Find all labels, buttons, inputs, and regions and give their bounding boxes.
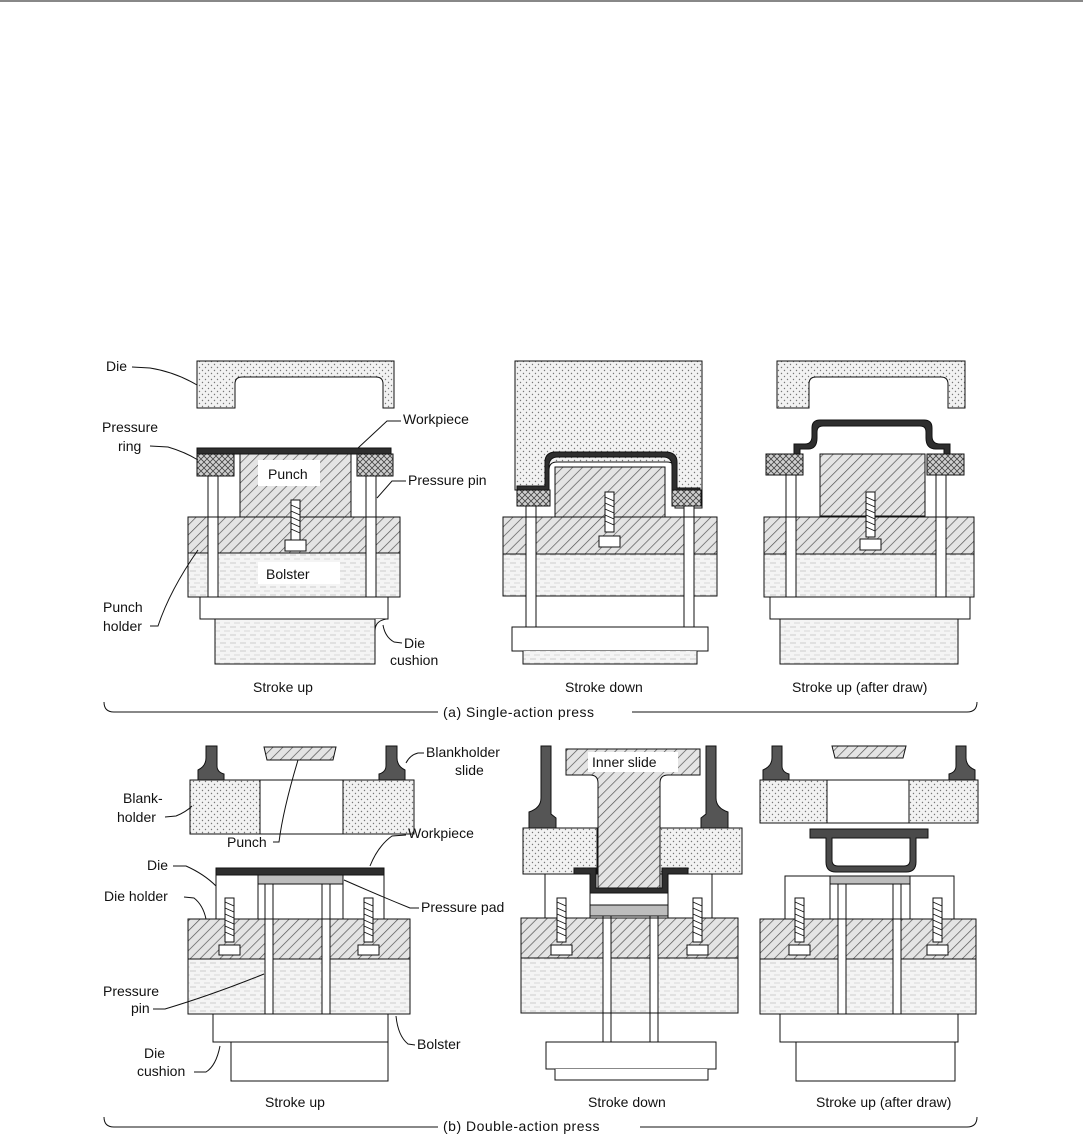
label-die-cushion-b-2: cushion: [137, 1063, 185, 1079]
label-blankholder-slide-2: slide: [455, 762, 484, 778]
label-pressure-pin-a: Pressure pin: [408, 472, 487, 488]
a-captions: Stroke up Stroke down Stroke up (after d…: [253, 679, 927, 695]
label-die-cushion-b-1: Die: [144, 1045, 165, 1061]
leader-blankholder-slide: [405, 752, 424, 764]
caption-b-stroke-down: Stroke down: [588, 1094, 666, 1110]
leader-die-a: [131, 366, 198, 386]
caption-a-stroke-up-after: Stroke up (after draw): [792, 679, 927, 695]
a-stroke-down-figure: [502, 360, 718, 665]
label-die-a: Die: [106, 358, 127, 374]
leader-blankholder: [164, 805, 193, 818]
leader-die-holder: [183, 896, 207, 920]
label-blankholder-1: Blank-: [123, 790, 163, 806]
label-die-b: Die: [147, 857, 168, 873]
label-punch-holder-a-2: holder: [103, 618, 142, 634]
label-workpiece-b: Workpiece: [408, 825, 474, 841]
label-pressure-ring-a-2: ring: [118, 438, 141, 454]
leader-pressure-pad: [343, 879, 419, 909]
label-die-cushion-a-2: cushion: [390, 652, 438, 668]
label-punch-a: Punch: [268, 466, 308, 482]
leader-workpiece-b: [369, 834, 407, 867]
leader-punch-holder-a: [150, 549, 199, 627]
caption-b-stroke-up: Stroke up: [265, 1094, 325, 1110]
label-bolster-b: Bolster: [417, 1036, 461, 1052]
b-section-bracket: (b) Double-action press: [103, 1116, 978, 1134]
leader-workpiece-a: [357, 420, 401, 449]
leader-pressure-pin-b: [153, 973, 265, 1010]
leader-die-cushion-b: [194, 1045, 221, 1073]
b-labels: Blankholder slide Blank- holder Punch Wo…: [103, 744, 657, 1079]
label-punch-holder-a-1: Punch: [103, 599, 143, 615]
a-stroke-up-after-figure: [763, 360, 975, 665]
label-blankholder-slide-1: Blankholder: [426, 744, 500, 760]
label-pressure-pin-b-1: Pressure: [103, 983, 159, 999]
label-pressure-pin-b-2: pin: [131, 1000, 150, 1016]
section-label-b: (b) Double-action press: [443, 1118, 600, 1134]
caption-a-stroke-down: Stroke down: [565, 679, 643, 695]
leader-pressure-pin-a: [376, 480, 406, 499]
caption-a-stroke-up: Stroke up: [253, 679, 313, 695]
caption-b-stroke-up-after: Stroke up (after draw): [816, 1094, 951, 1110]
section-label-a: (a) Single-action press: [443, 704, 595, 720]
a-stroke-up-figure: [187, 360, 401, 665]
b-captions: Stroke up Stroke down Stroke up (after d…: [265, 1094, 951, 1110]
label-bolster-a: Bolster: [266, 566, 310, 582]
leader-die-cushion-a: [382, 624, 403, 644]
label-pressure-ring-a-1: Pressure: [102, 419, 158, 435]
label-punch-b: Punch: [227, 834, 267, 850]
a-labels: Die Workpiece Pressure ring Punch Pressu…: [102, 358, 487, 668]
label-die-cushion-a-1: Die: [404, 635, 425, 651]
label-die-holder: Die holder: [104, 888, 168, 904]
b-stroke-up-after-figure: [759, 745, 979, 1082]
b-stroke-down-figure: [520, 745, 743, 1081]
leader-bolster-b: [395, 1015, 416, 1046]
label-workpiece-a: Workpiece: [403, 411, 469, 427]
leader-die-b: [173, 865, 217, 887]
label-blankholder-2: holder: [117, 809, 156, 825]
leader-punch-b: [273, 759, 299, 843]
label-inner-slide: Inner slide: [592, 754, 657, 770]
label-pressure-pad: Pressure pad: [421, 899, 504, 915]
b-stroke-up-figure: [187, 745, 415, 1082]
leader-pressure-ring-a: [149, 445, 199, 461]
a-section-bracket: (a) Single-action press: [103, 701, 978, 720]
